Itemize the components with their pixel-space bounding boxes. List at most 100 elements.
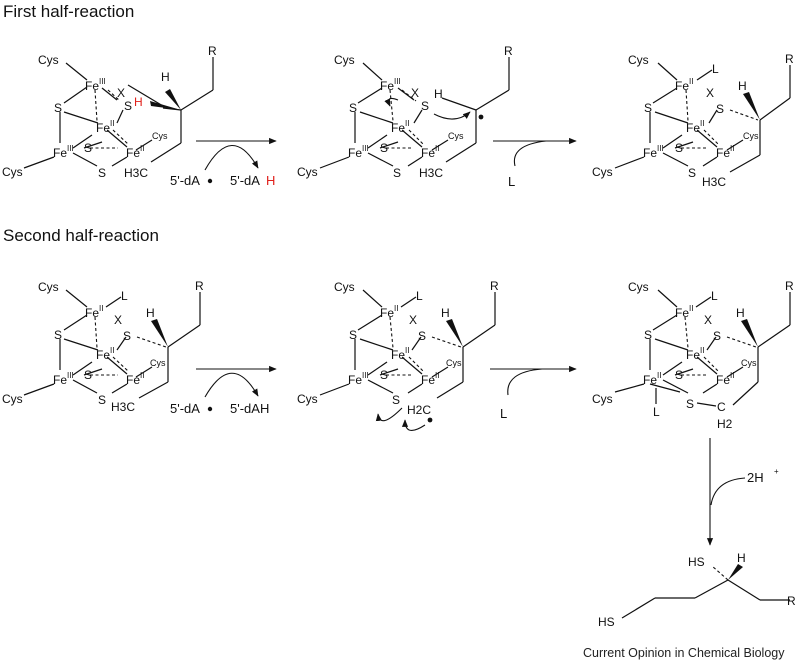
svg-text:H3C: H3C (111, 400, 135, 414)
svg-text:Fe: Fe (686, 121, 700, 135)
svg-text:L: L (653, 405, 660, 419)
svg-text:Fe: Fe (391, 348, 405, 362)
svg-text:Cys: Cys (592, 392, 613, 406)
svg-text:Fe: Fe (348, 146, 362, 160)
arrow-step-1: 5'-dA 5'-dA H (170, 137, 277, 188)
svg-text:S: S (686, 397, 694, 411)
svg-text:Cys: Cys (628, 280, 649, 294)
svg-text:Cys: Cys (152, 131, 168, 141)
svg-text:S: S (380, 368, 388, 382)
svg-text:Cys: Cys (334, 53, 355, 67)
svg-text:Cys: Cys (743, 131, 759, 141)
svg-text:III: III (67, 144, 74, 153)
svg-text:II: II (689, 304, 693, 313)
svg-text:S: S (98, 393, 106, 407)
svg-text:II: II (689, 77, 693, 86)
svg-text:III: III (394, 77, 401, 86)
svg-text:X: X (706, 86, 714, 100)
svg-text:II: II (700, 119, 704, 128)
svg-text:II: II (700, 346, 704, 355)
svg-text:Cys: Cys (592, 165, 613, 179)
structure-4-second-start (23, 289, 201, 399)
svg-text:S: S (644, 328, 652, 342)
svg-text:H2C: H2C (407, 403, 431, 417)
figure-credit: Current Opinion in Chemical Biology (583, 646, 785, 660)
dAH-1-hydrogen: H (266, 173, 275, 188)
svg-text:R: R (208, 44, 217, 58)
svg-text:III: III (657, 144, 664, 153)
svg-text:S: S (644, 101, 652, 115)
svg-text:III: III (67, 371, 74, 380)
svg-text:R: R (785, 52, 794, 66)
ligand-1: L (508, 174, 515, 189)
svg-text:Cys: Cys (297, 392, 318, 406)
svg-text:II: II (140, 371, 144, 380)
svg-text:L: L (416, 289, 423, 303)
svg-text:III: III (362, 144, 369, 153)
svg-text:Cys: Cys (2, 165, 23, 179)
arrow-step-5-protonation: 2H + (706, 438, 779, 546)
svg-text:II: II (110, 119, 114, 128)
svg-text:Cys: Cys (446, 358, 462, 368)
svg-text:Fe: Fe (675, 79, 689, 93)
svg-text:II: II (730, 371, 734, 380)
svg-text:S: S (688, 166, 696, 180)
protons: 2H (747, 470, 764, 485)
svg-text:Fe: Fe (348, 373, 362, 387)
structure-4-labels: Cys Fe II L X S S Fe II Fe III S Fe II S… (2, 279, 204, 414)
structure-7-labels: HS HS H R (598, 551, 796, 629)
svg-text:+: + (774, 467, 779, 476)
svg-text:III: III (362, 371, 369, 380)
svg-text:X: X (704, 313, 712, 327)
svg-text:L: L (712, 62, 719, 76)
structure-6-labels: Cys Fe II L X S S Fe II Fe II S Fe II S … (592, 279, 794, 431)
structure-2-radical (319, 57, 510, 169)
svg-text:H: H (434, 87, 443, 101)
second-half-reaction-title: Second half-reaction (3, 226, 159, 245)
svg-text:S: S (84, 368, 92, 382)
arrow-step-2: L (493, 137, 577, 189)
svg-text:S: S (54, 328, 62, 342)
svg-text:S: S (380, 141, 388, 155)
svg-text:R: R (787, 594, 796, 608)
svg-text:II: II (394, 304, 398, 313)
svg-text:H2: H2 (717, 417, 733, 431)
svg-text:HS: HS (688, 555, 705, 569)
svg-text:II: II (99, 304, 103, 313)
svg-text:S: S (675, 368, 683, 382)
svg-text:S: S (349, 101, 357, 115)
svg-text:Cys: Cys (297, 165, 318, 179)
svg-text:Fe: Fe (686, 348, 700, 362)
structure-1-substrate-bound (23, 57, 214, 169)
svg-text:S: S (349, 328, 357, 342)
svg-text:X: X (114, 313, 122, 327)
svg-text:R: R (785, 279, 794, 293)
s1-fe-top: Fe (85, 79, 99, 93)
svg-text:Fe: Fe (126, 373, 140, 387)
svg-text:S: S (716, 102, 724, 116)
svg-text:X: X (409, 313, 417, 327)
svg-text:Fe: Fe (53, 146, 67, 160)
svg-text:H: H (441, 306, 450, 320)
svg-text:II: II (405, 119, 409, 128)
first-half-reaction-title: First half-reaction (3, 2, 135, 21)
svg-text:S: S (98, 166, 106, 180)
svg-text:Cys: Cys (38, 280, 59, 294)
svg-text:S: S (713, 329, 721, 343)
structure-7-dithiol (621, 564, 790, 619)
svg-text:Fe: Fe (96, 121, 110, 135)
structure-2-labels: Cys Fe III X S S Fe II Fe III S Fe II S … (297, 44, 513, 180)
arrow-step-4: L (490, 365, 577, 421)
svg-text:II: II (657, 371, 661, 380)
svg-text:S: S (392, 393, 400, 407)
dAH-1-prefix: 5'-dA (230, 173, 260, 188)
dAH-2: 5'-dAH (230, 401, 269, 416)
s1-abstracted-h: H (134, 95, 143, 109)
svg-text:Cys: Cys (448, 131, 464, 141)
svg-text:Fe: Fe (643, 373, 657, 387)
svg-text:X: X (411, 86, 419, 100)
svg-text:Fe: Fe (380, 306, 394, 320)
structure-5-primary-radical (319, 289, 496, 431)
